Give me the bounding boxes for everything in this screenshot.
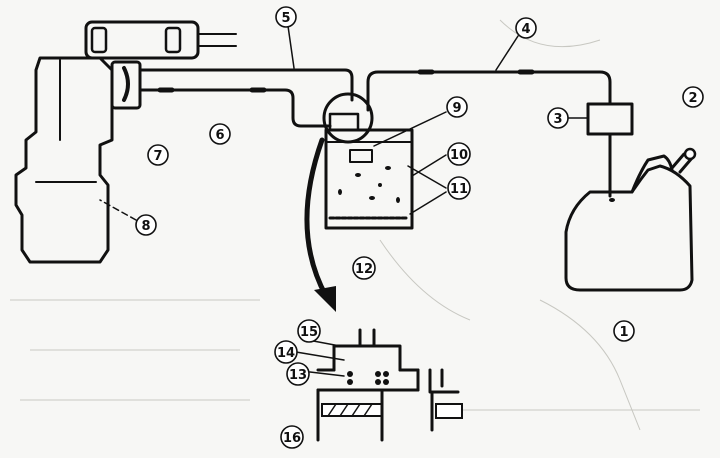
svg-text:2: 2: [688, 91, 697, 106]
leader-lines: [99, 25, 589, 377]
callout-6: 6: [209, 123, 231, 145]
callout-10: 10: [447, 142, 471, 166]
svg-text:12: 12: [355, 262, 373, 277]
fuel-tank: [564, 147, 697, 292]
callout-2: 2: [682, 86, 704, 108]
pipe-6: [138, 88, 332, 128]
callout-14: 14: [274, 340, 298, 364]
svg-text:13: 13: [289, 368, 307, 383]
svg-text:16: 16: [283, 431, 301, 446]
callout-12: 12: [352, 256, 376, 280]
callout-16: 16: [280, 425, 304, 449]
svg-text:4: 4: [521, 22, 530, 37]
background-artifacts: [10, 19, 700, 431]
svg-text:11: 11: [450, 182, 468, 197]
callout-4: 4: [515, 17, 537, 39]
svg-text:6: 6: [215, 128, 224, 143]
engine-block: [14, 56, 114, 264]
callout-1: 1: [613, 320, 635, 342]
callout-11: 11: [447, 176, 471, 200]
svg-text:7: 7: [153, 149, 162, 164]
callout-7: 7: [147, 144, 169, 166]
callout-3: 3: [547, 107, 569, 129]
svg-text:3: 3: [553, 112, 562, 127]
callout-5: 5: [275, 6, 297, 28]
svg-text:8: 8: [141, 219, 150, 234]
pipe-5: [138, 68, 354, 102]
svg-text:15: 15: [300, 325, 318, 340]
valve-box: [586, 102, 634, 136]
air-cleaner: [84, 20, 237, 60]
svg-text:9: 9: [452, 101, 461, 116]
svg-text:5: 5: [281, 11, 290, 26]
callout-15: 15: [297, 319, 321, 343]
pipe-4: [366, 70, 612, 112]
charcoal-canister: [322, 92, 414, 230]
callout-9: 9: [446, 96, 468, 118]
svg-text:1: 1: [619, 325, 628, 340]
detail-arrow: [304, 137, 336, 312]
callout-13: 13: [286, 362, 310, 386]
svg-text:14: 14: [277, 346, 295, 361]
svg-text:10: 10: [450, 148, 468, 163]
callout-8: 8: [135, 214, 157, 236]
carburetor: [110, 60, 142, 110]
